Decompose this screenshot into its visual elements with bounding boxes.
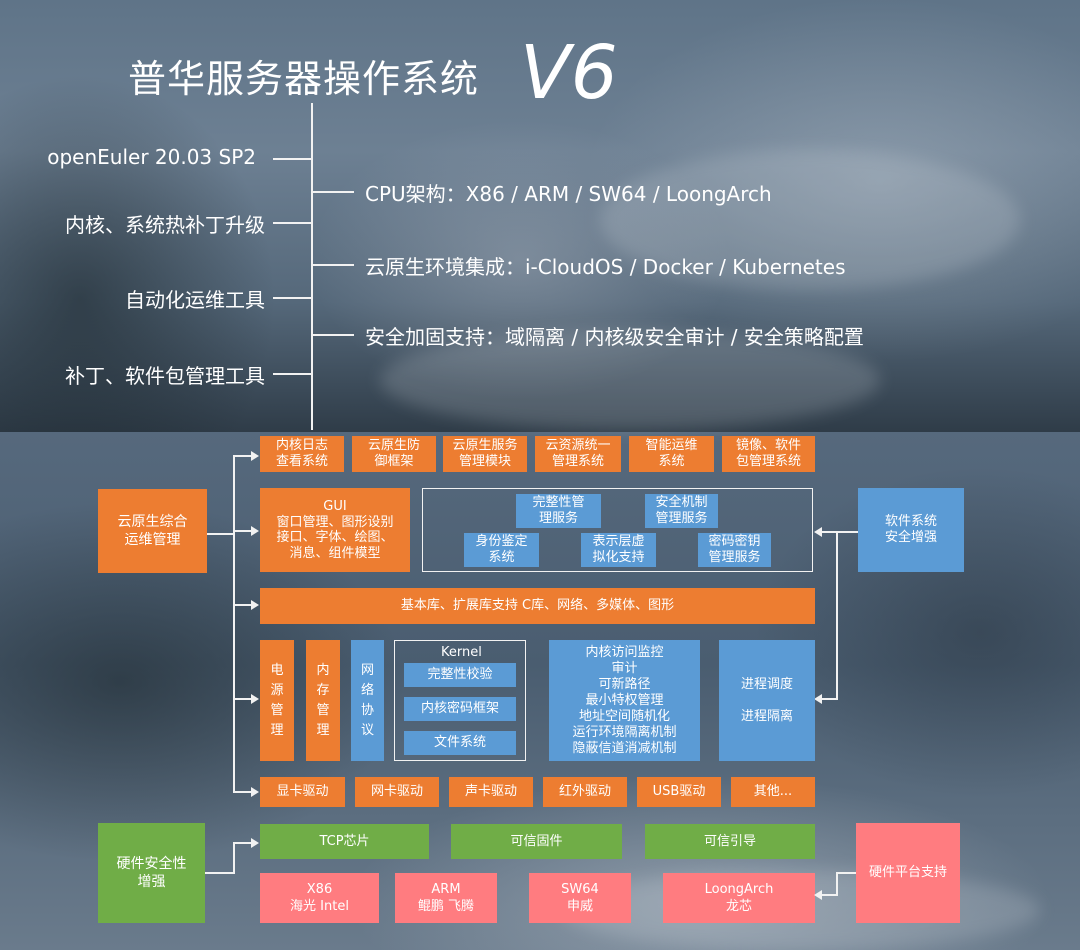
cloud-native-ops-box: 云原生综合 运维管理	[98, 489, 207, 573]
hardware-platform-box: 硬件平台支持	[856, 823, 960, 923]
arrow-right-icon	[251, 451, 259, 461]
driver-box: 网卡驱动	[355, 777, 439, 807]
page-title: 普华服务器操作系统	[128, 57, 480, 101]
version-label: V6	[520, 30, 618, 116]
feature-right-item: CPU架构：X86 / ARM / SW64 / LoongArch	[365, 182, 772, 206]
arrow-right-icon	[251, 600, 259, 610]
driver-box: 红外驱动	[543, 777, 627, 807]
security-service-box: 密码密钥 管理服务	[698, 533, 771, 567]
kernel-title: Kernel	[441, 645, 482, 660]
kernel-frame	[394, 640, 526, 761]
platform-box: X86 海光 Intel	[260, 873, 379, 923]
module-box: 内核日志 查看系统	[260, 436, 344, 472]
feature-branch	[312, 334, 354, 336]
connector	[836, 531, 858, 533]
mist	[600, 150, 1020, 290]
trust-box: TCP芯片	[260, 824, 429, 859]
feature-right-item: 安全加固支持：域隔离 / 内核级安全审计 / 安全策略配置	[365, 325, 864, 349]
driver-box: 显卡驱动	[260, 777, 345, 807]
gui-box: GUI 窗口管理、图形设别 接口、字体、绘图、 消息、组件模型	[260, 488, 410, 572]
feature-branch	[312, 264, 354, 266]
module-box: 云原生防 御框架	[352, 436, 436, 472]
kernel-item-box: 完整性校验	[404, 663, 516, 687]
arrow-right-icon	[251, 787, 259, 797]
feature-branch	[273, 158, 311, 160]
feature-branch	[273, 373, 311, 375]
module-box: 镜像、软件 包管理系统	[722, 436, 815, 472]
security-service-box: 安全机制 管理服务	[645, 494, 718, 528]
connector-vertical	[836, 531, 838, 700]
feature-right-item: 云原生环境集成：i-CloudOS / Docker / Kubernetes	[365, 255, 846, 279]
kernel-security-box: 内核访问监控 审计 可新路径 最小特权管理 地址空间随机化 运行环境隔离机制 隐…	[549, 640, 700, 761]
connector	[233, 791, 251, 793]
security-service-box: 表示层虚 拟化支持	[581, 533, 656, 567]
power-management-box: 电 源 管 理	[260, 640, 294, 761]
driver-box: USB驱动	[637, 777, 721, 807]
module-box: 云原生服务 管理模块	[443, 436, 527, 472]
software-security-box: 软件系统 安全增强	[858, 488, 964, 572]
connector	[836, 872, 856, 874]
mist	[380, 330, 880, 430]
base-libraries-box: 基本库、扩展库支持 C库、网络、多媒体、图形	[260, 588, 815, 624]
feature-branch	[312, 191, 354, 193]
feature-left-item: openEuler 20.03 SP2	[47, 145, 256, 169]
kernel-item-box: 文件系统	[404, 731, 516, 755]
connector	[233, 530, 251, 532]
connector	[233, 698, 251, 700]
connector	[233, 842, 251, 844]
arrow-right-icon	[251, 694, 259, 704]
arrow-right-icon	[251, 838, 259, 848]
kernel-item-box: 内核密码框架	[404, 697, 516, 721]
arrow-left-icon	[814, 527, 822, 537]
connector-vertical	[233, 842, 235, 874]
memory-management-box: 内 存 管 理	[306, 640, 340, 761]
connector	[233, 455, 251, 457]
feature-left-item: 补丁、软件包管理工具	[65, 364, 265, 388]
driver-box: 其他...	[731, 777, 815, 807]
module-box: 智能运维 系统	[629, 436, 714, 472]
connector	[822, 894, 836, 896]
platform-box: LoongArch 龙芯	[663, 873, 815, 923]
network-protocol-box: 网 络 协 议	[351, 640, 384, 761]
connector	[233, 604, 251, 606]
security-service-box: 完整性管 理服务	[516, 494, 601, 528]
hardware-security-box: 硬件安全性 增强	[98, 823, 205, 923]
platform-box: SW64 申威	[529, 873, 631, 923]
arrow-left-icon	[814, 694, 822, 704]
feature-tree-trunk	[311, 103, 313, 430]
connector-vertical	[836, 872, 838, 896]
trust-box: 可信固件	[451, 824, 622, 859]
connector	[822, 698, 836, 700]
connector	[207, 533, 233, 535]
feature-branch	[273, 297, 311, 299]
connector	[205, 872, 233, 874]
arrow-right-icon	[251, 526, 259, 536]
security-services-frame	[422, 488, 813, 572]
feature-branch	[273, 222, 311, 224]
connector-vertical	[233, 455, 235, 793]
security-service-box: 身份鉴定 系统	[464, 533, 539, 567]
platform-box: ARM 鲲鹏 飞腾	[395, 873, 497, 923]
arrow-left-icon	[814, 890, 822, 900]
connector	[822, 531, 836, 533]
trust-box: 可信引导	[645, 824, 815, 859]
feature-left-item: 内核、系统热补丁升级	[65, 213, 265, 237]
process-box: 进程调度 进程隔离	[719, 640, 815, 761]
background-top	[0, 0, 1080, 432]
feature-left-item: 自动化运维工具	[125, 288, 265, 312]
driver-box: 声卡驱动	[449, 777, 533, 807]
module-box: 云资源统一 管理系统	[535, 436, 621, 472]
